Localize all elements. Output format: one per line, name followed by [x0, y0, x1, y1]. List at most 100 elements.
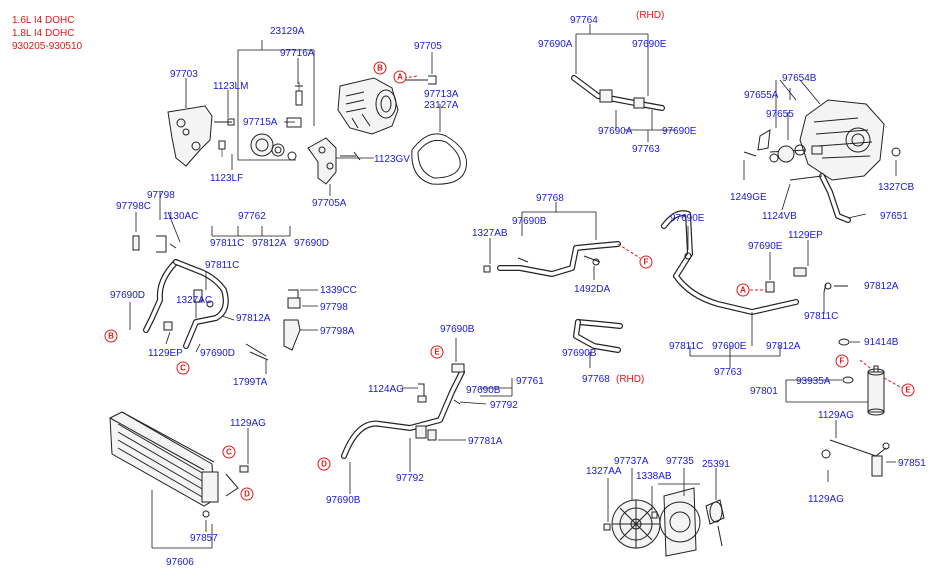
label-97811C-b[interactable]: 97811C — [205, 260, 239, 271]
receiver-drier-97801-shape[interactable] — [867, 371, 885, 413]
label-97737A[interactable]: 97737A — [614, 456, 649, 467]
label-97690D-a[interactable]: 97690D — [294, 238, 329, 249]
ref-c-bottom[interactable]: C — [222, 445, 236, 459]
label-97715A[interactable]: 97715A — [243, 117, 278, 128]
label-97716A[interactable]: 97716A — [280, 48, 315, 59]
label-1123LF[interactable]: 1123LF — [210, 173, 243, 184]
ref-a-right[interactable]: A — [736, 283, 750, 297]
label-1129EP-left[interactable]: 1129EP — [148, 348, 183, 359]
ref-b-top[interactable]: B — [373, 61, 387, 75]
label-97713A[interactable]: 97713A — [424, 89, 459, 100]
label-1123LM[interactable]: 1123LM — [213, 81, 248, 92]
label-97735[interactable]: 97735 — [666, 456, 694, 467]
ref-d-center[interactable]: D — [317, 457, 331, 471]
label-97857[interactable]: 97857 — [190, 533, 218, 544]
label-97690D-c[interactable]: 97690D — [200, 348, 235, 359]
label-97703[interactable]: 97703 — [170, 69, 198, 80]
compressor-97654B-shape[interactable] — [799, 99, 885, 181]
label-97690A-bottom[interactable]: 97690A — [598, 126, 633, 137]
label-1799TA[interactable]: 1799TA — [233, 377, 268, 388]
label-97690B-m[interactable]: 97690B — [562, 348, 597, 359]
label-97690B-e[interactable]: 97690B — [440, 324, 475, 335]
label-97690D-b[interactable]: 97690D — [110, 290, 145, 301]
label-1327AB[interactable]: 1327AB — [472, 228, 508, 239]
label-1327AA[interactable]: 1327AA — [586, 466, 622, 477]
shroud-97735-shape[interactable] — [663, 487, 697, 557]
label-97651[interactable]: 97651 — [880, 211, 908, 222]
label-1339CC[interactable]: 1339CC — [320, 285, 357, 296]
label-1249GE[interactable]: 1249GE — [730, 192, 767, 203]
label-97655[interactable]: 97655 — [766, 109, 794, 120]
label-97768-top[interactable]: 97768 — [536, 193, 564, 204]
label-97763-m[interactable]: 97763 — [714, 367, 742, 378]
label-97690E-bottom[interactable]: 97690E — [662, 126, 697, 137]
label-97792-a[interactable]: 97792 — [490, 400, 518, 411]
label-25391[interactable]: 25391 — [702, 459, 730, 470]
label-97812A-a[interactable]: 97812A — [252, 238, 287, 249]
ref-c-left[interactable]: C — [176, 361, 190, 375]
label-1129AG-left[interactable]: 1129AG — [230, 418, 266, 429]
bracket-97703-shape[interactable] — [167, 105, 213, 167]
ref-f-right[interactable]: F — [835, 354, 849, 368]
label-97851[interactable]: 97851 — [898, 458, 926, 469]
label-97606[interactable]: 97606 — [166, 557, 194, 568]
label-1124AG[interactable]: 1124AG — [368, 384, 404, 395]
label-97763-top[interactable]: 97763 — [632, 144, 660, 155]
label-97798C[interactable]: 97798C — [116, 201, 151, 212]
label-97811C-d[interactable]: 97811C — [669, 341, 703, 352]
ref-e-right[interactable]: E — [901, 383, 915, 397]
label-1129EP-right[interactable]: 1129EP — [788, 230, 823, 241]
ref-f-center[interactable]: F — [639, 255, 653, 269]
hose-97764-shape[interactable] — [571, 75, 665, 111]
label-91414B[interactable]: 91414B — [864, 337, 899, 348]
ref-e-center[interactable]: E — [430, 345, 444, 359]
label-1130AC[interactable]: 1130AC — [163, 211, 198, 222]
label-97705A[interactable]: 97705A — [312, 198, 347, 209]
label-97764[interactable]: 97764 — [570, 15, 598, 26]
ref-a-top[interactable]: A — [393, 70, 407, 84]
label-1327AC[interactable]: 1327AC — [176, 295, 212, 306]
label-97690A-top[interactable]: 97690A — [538, 39, 573, 50]
label-97705[interactable]: 97705 — [414, 41, 442, 52]
label-97781A[interactable]: 97781A — [468, 436, 503, 447]
idler-pulley-shape[interactable] — [250, 133, 274, 157]
label-97690B-g[interactable]: 97690B — [326, 495, 361, 506]
label-97690E-top[interactable]: 97690E — [632, 39, 667, 50]
label-97761[interactable]: 97761 — [516, 376, 544, 387]
label-97655A[interactable]: 97655A — [744, 90, 779, 101]
label-97798A[interactable]: 97798A — [320, 326, 355, 337]
label-97690E-m[interactable]: 97690E — [670, 213, 705, 224]
ref-d-bottom[interactable]: D — [240, 487, 254, 501]
label-97798[interactable]: 97798 — [147, 190, 175, 201]
label-1123GV[interactable]: 1123GV — [374, 154, 410, 165]
label-1327CB[interactable]: 1327CB — [878, 182, 914, 193]
belt-23127A-shape[interactable] — [411, 133, 468, 185]
label-97798-b[interactable]: 97798 — [320, 302, 348, 313]
label-1492DA[interactable]: 1492DA — [574, 284, 610, 295]
bracket-97798A-shape[interactable] — [283, 319, 301, 351]
label-93935A[interactable]: 93935A — [796, 376, 831, 387]
label-97654B[interactable]: 97654B — [782, 73, 817, 84]
label-97690E-d[interactable]: 97690E — [712, 341, 747, 352]
motor-25391-shape[interactable] — [705, 499, 725, 525]
ref-b-left[interactable]: B — [104, 329, 118, 343]
label-97768-m[interactable]: 97768 — [582, 374, 610, 385]
bracket-97705A-shape[interactable] — [307, 137, 337, 185]
label-97792-b[interactable]: 97792 — [396, 473, 424, 484]
label-23127A[interactable]: 23127A — [424, 100, 459, 111]
label-97811C-c[interactable]: 97811C — [804, 311, 838, 322]
label-23129A[interactable]: 23129A — [270, 26, 305, 37]
label-97811C-a[interactable]: 97811C — [210, 238, 244, 249]
label-1338AB[interactable]: 1338AB — [636, 471, 672, 482]
label-1129AG-bottom[interactable]: 1129AG — [808, 494, 844, 505]
label-97801[interactable]: 97801 — [750, 386, 778, 397]
label-97812A-b[interactable]: 97812A — [236, 313, 271, 324]
label-97812A-c[interactable]: 97812A — [864, 281, 899, 292]
label-97690E-n[interactable]: 97690E — [748, 241, 783, 252]
label-97812A-d[interactable]: 97812A — [766, 341, 801, 352]
compressor-shape[interactable] — [337, 77, 399, 135]
label-97690B-a[interactable]: 97690B — [512, 216, 547, 227]
label-97762[interactable]: 97762 — [238, 211, 266, 222]
label-97690B-f[interactable]: 97690B — [466, 385, 501, 396]
label-1124VB[interactable]: 1124VB — [762, 211, 797, 222]
